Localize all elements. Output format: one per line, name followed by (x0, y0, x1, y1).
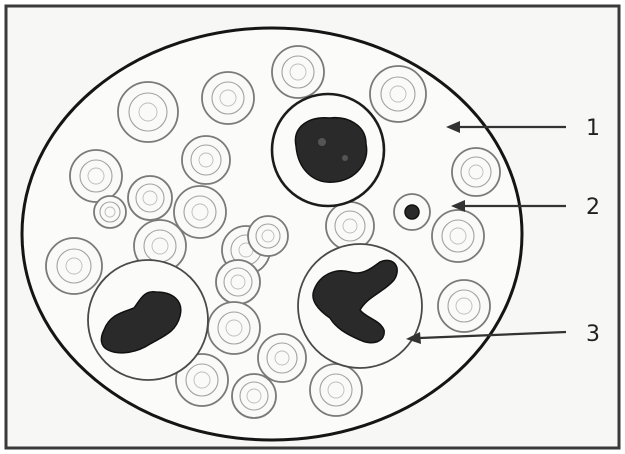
label-2: 2 (586, 195, 600, 220)
red-blood-cell-membrane (216, 260, 260, 304)
red-blood-cell-membrane (272, 46, 324, 98)
red-blood-cell-membrane (202, 72, 254, 124)
red-blood-cell-membrane (46, 238, 102, 294)
red-blood-cell (174, 186, 226, 238)
red-blood-cell (94, 196, 126, 228)
white-blood-cell-2 (88, 260, 208, 380)
label-3: 3 (586, 322, 600, 347)
red-blood-cell (326, 202, 374, 250)
red-blood-cell-membrane (94, 196, 126, 228)
white-blood-cell-1-nucleus (295, 118, 366, 182)
red-blood-cell (272, 46, 324, 98)
red-blood-cell (202, 72, 254, 124)
red-blood-cell-membrane (248, 216, 288, 256)
red-blood-cell-membrane (438, 280, 490, 332)
red-blood-cell (216, 260, 260, 304)
red-blood-cell (70, 150, 122, 202)
red-blood-cell (46, 238, 102, 294)
red-blood-cell (438, 280, 490, 332)
nucleus-speck (318, 138, 326, 146)
red-blood-cell (118, 82, 178, 142)
red-blood-cell-membrane (258, 334, 306, 382)
red-blood-cell-membrane (452, 148, 500, 196)
nucleus-speck (342, 155, 348, 161)
red-blood-cell (258, 334, 306, 382)
red-blood-cell (452, 148, 500, 196)
red-blood-cell (248, 216, 288, 256)
red-blood-cell-membrane (118, 82, 178, 142)
red-blood-cell (310, 364, 362, 416)
red-blood-cell (370, 66, 426, 122)
red-blood-cell-membrane (182, 136, 230, 184)
red-blood-cell-membrane (326, 202, 374, 250)
platelet-cell (394, 194, 430, 230)
red-blood-cell-membrane (174, 186, 226, 238)
platelet-cell-granule (405, 205, 419, 219)
red-blood-cell-membrane (370, 66, 426, 122)
white-blood-cell-1 (272, 94, 384, 206)
red-blood-cell-membrane (232, 374, 276, 418)
red-blood-cell-membrane (208, 302, 260, 354)
red-blood-cell (208, 302, 260, 354)
red-blood-cell-membrane (128, 176, 172, 220)
red-blood-cell-membrane (70, 150, 122, 202)
red-blood-cell-membrane (310, 364, 362, 416)
label-1: 1 (586, 116, 600, 141)
red-blood-cell (182, 136, 230, 184)
red-blood-cell (232, 374, 276, 418)
red-blood-cell (128, 176, 172, 220)
white-blood-cell-3 (298, 244, 422, 368)
red-blood-cell (432, 210, 484, 262)
red-blood-cell-membrane (432, 210, 484, 262)
